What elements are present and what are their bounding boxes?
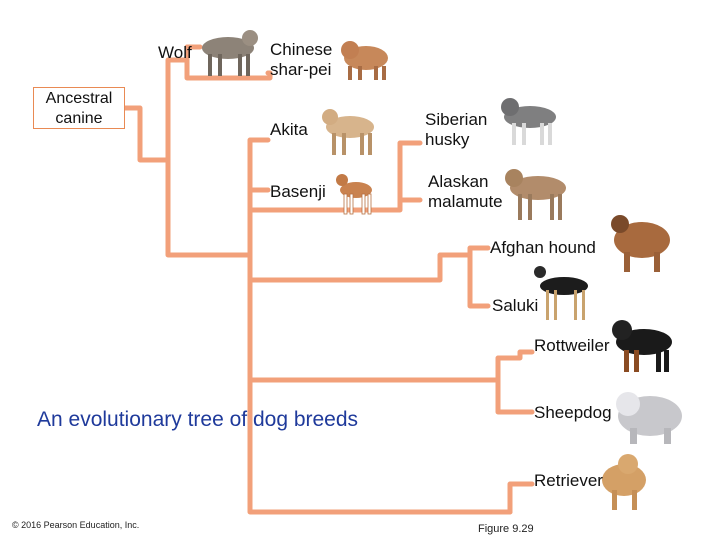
figure-caption: An evolutionary tree of dog breeds [37, 406, 397, 434]
basenji-label: Basenji [270, 182, 326, 202]
copyright-notice: © 2016 Pearson Education, Inc. [12, 520, 139, 530]
branch-husky [400, 143, 420, 172]
afghan-hound-label: Afghan hound [490, 238, 596, 258]
sheepdog-icon [616, 392, 682, 444]
branch-malamute [400, 172, 420, 200]
akita-label: Akita [270, 120, 308, 140]
rottweiler-label: Rottweiler [534, 336, 610, 356]
akita-icon [322, 109, 374, 155]
branch-saluki [470, 255, 488, 306]
saluki-label: Saluki [492, 296, 538, 316]
branch-akita [250, 140, 268, 255]
alaskan-malamute-label: Alaskan malamute [428, 172, 503, 212]
retriever-label: Retriever [534, 471, 603, 491]
branch-wolf-sharpei [168, 47, 200, 160]
malamute-icon [505, 169, 566, 220]
chinese-sharpei-label: Chinese shar-pei [270, 40, 332, 80]
branch-sheepdog [498, 380, 532, 412]
afghan-hound-icon [611, 215, 670, 272]
branch-retriever [510, 484, 532, 512]
sharpei-icon [341, 41, 388, 80]
branch-root [125, 108, 168, 160]
wolf-icon [202, 30, 258, 76]
rottweiler-icon [612, 320, 672, 372]
branch-trunk [168, 160, 250, 255]
retriever-icon [602, 454, 646, 510]
branch-rottweiler [498, 352, 532, 380]
figure-number: Figure 9.29 [478, 523, 534, 535]
sheepdog-label: Sheepdog [534, 403, 612, 423]
husky-icon [501, 98, 556, 145]
branch-sighthound [250, 270, 440, 280]
branch-afghan [440, 248, 488, 270]
wolf-label: Wolf [158, 43, 192, 63]
ancestral-canine-label: Ancestral canine [33, 87, 125, 129]
siberian-husky-label: Siberian husky [425, 110, 487, 150]
saluki-icon [534, 266, 588, 320]
branch-sharpei [187, 60, 270, 78]
